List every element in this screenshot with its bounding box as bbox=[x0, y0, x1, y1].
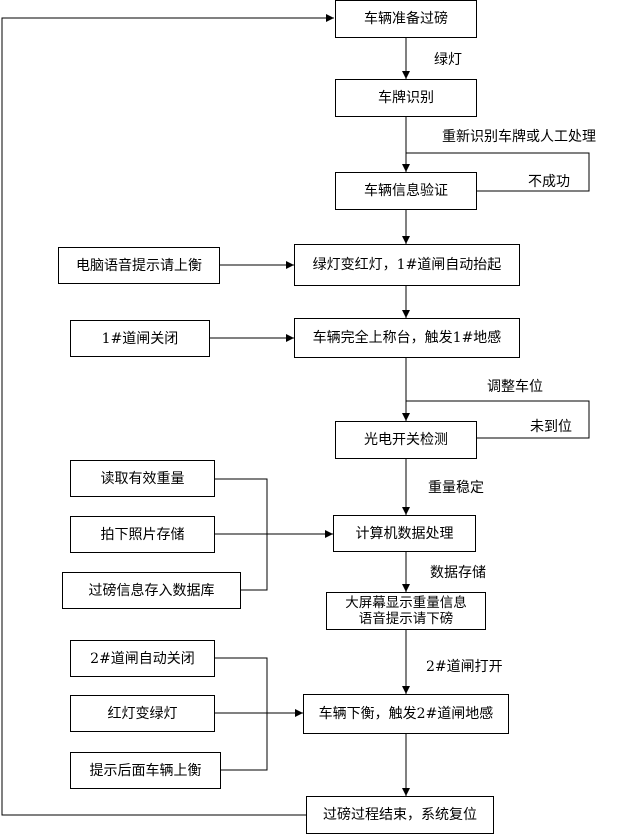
label-adjust-position: 调整车位 bbox=[487, 379, 543, 395]
bracket-group-off bbox=[215, 657, 268, 771]
loop-not-in-place bbox=[406, 400, 590, 439]
node-red-to-green: 红灯变绿灯 bbox=[70, 695, 215, 732]
node-vehicle-off: 车辆下衡，触发2#道闸地感 bbox=[303, 694, 509, 734]
screen-line-1: 大屏幕显示重量信息 bbox=[345, 595, 467, 611]
screen-line-2: 语音提示请下磅 bbox=[358, 611, 454, 627]
node-read-weight: 读取有效重量 bbox=[70, 460, 215, 497]
node-photo-check: 光电开关检测 bbox=[335, 421, 477, 459]
label-data-storage: 数据存储 bbox=[430, 565, 486, 581]
label-re-recognize: 重新识别车牌或人工处理 bbox=[442, 129, 596, 145]
node-plate-recognition: 车牌识别 bbox=[335, 79, 477, 117]
loop-failed bbox=[406, 152, 590, 192]
node-process-end: 过磅过程结束，系统复位 bbox=[306, 796, 494, 834]
node-prompt-next: 提示后面车辆上衡 bbox=[70, 752, 221, 789]
node-computer-process: 计算机数据处理 bbox=[333, 515, 476, 552]
node-screen-display: 大屏幕显示重量信息 语音提示请下磅 bbox=[326, 592, 486, 630]
label-failed: 不成功 bbox=[528, 174, 570, 190]
node-info-verification: 车辆信息验证 bbox=[335, 172, 477, 210]
node-pc-voice-prompt: 电脑语音提示请上衡 bbox=[58, 247, 220, 284]
node-gate1-close: 1#道闸关闭 bbox=[70, 320, 210, 357]
label-weight-stable: 重量稳定 bbox=[428, 480, 484, 496]
node-vehicle-on-scale: 车辆完全上称台，触发1#地感 bbox=[294, 318, 520, 358]
node-save-to-db: 过磅信息存入数据库 bbox=[62, 572, 241, 609]
label-gate2-open: 2#道闸打开 bbox=[426, 659, 503, 675]
label-green-light: 绿灯 bbox=[434, 52, 462, 68]
node-vehicle-ready: 车辆准备过磅 bbox=[335, 0, 477, 38]
label-not-in-place: 未到位 bbox=[530, 419, 572, 435]
node-light-gate-up: 绿灯变红灯，1#道闸自动抬起 bbox=[294, 244, 520, 286]
node-gate2-close: 2#道闸自动关闭 bbox=[70, 640, 215, 677]
loop-reset bbox=[1, 14, 334, 816]
node-take-photo: 拍下照片存储 bbox=[70, 516, 215, 553]
